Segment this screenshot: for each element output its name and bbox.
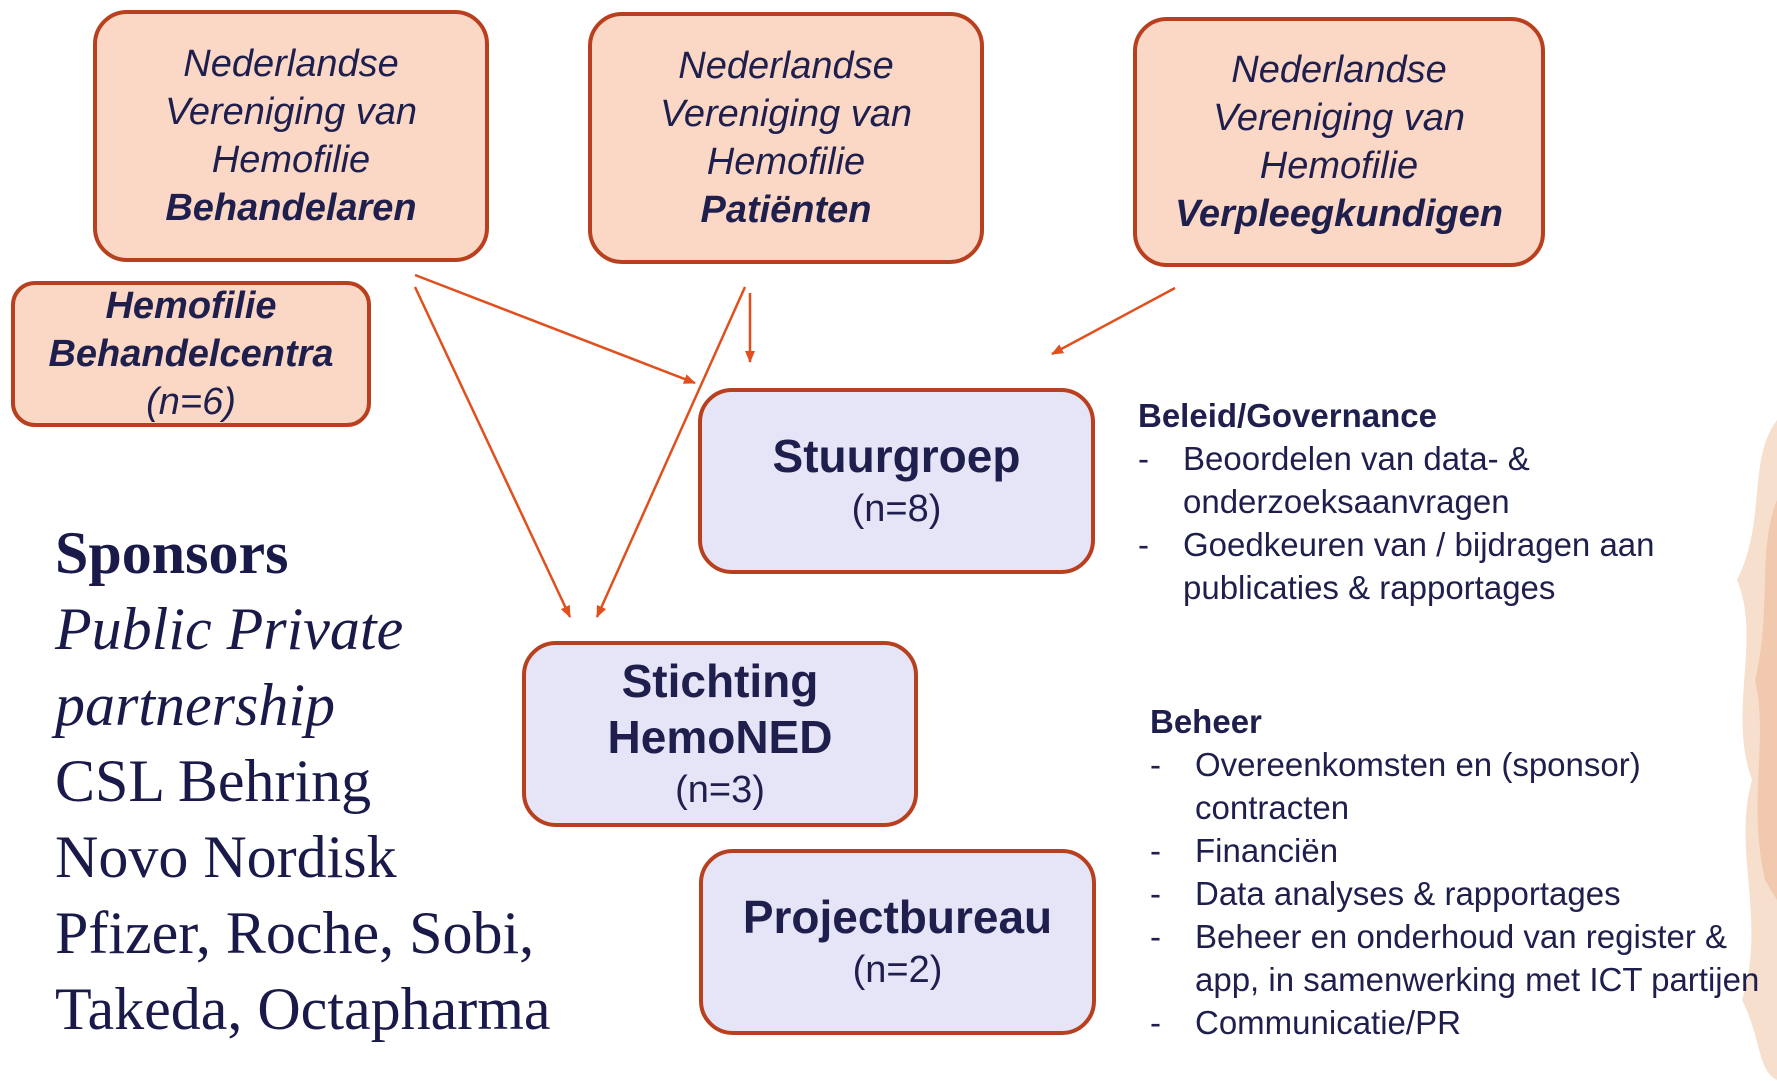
box-behandelcentra-line2: Behandelcentra <box>48 333 334 375</box>
box-verpleegkundigen-line1: Nederlandse <box>1231 49 1447 91</box>
beheer-heading: Beheer <box>1150 703 1262 740</box>
sponsors-heading: Sponsors <box>55 520 289 586</box>
box-patienten-line3: Hemofilie <box>706 141 866 183</box>
governance-panel: Beleid/Governance Beoordelen van data- &… <box>1138 394 1738 609</box>
box-verpleegkundigen-line2: Vereniging van <box>1212 97 1466 139</box>
box-behandelaren: Nederlandse Vereniging van Hemofilie Beh… <box>93 10 489 262</box>
box-stichting-line1: Stichting <box>621 655 819 707</box>
list-item: Overeenkomsten en (sponsor) contracten <box>1150 743 1715 829</box>
box-behandelaren-line2: Vereniging van <box>164 91 418 133</box>
box-verpleegkundigen: Nederlandse Vereniging van Hemofilie Ver… <box>1133 17 1545 267</box>
box-projectbureau-count: (n=2) <box>852 949 943 991</box>
box-verpleegkundigen-line3: Hemofilie <box>1259 145 1419 187</box>
box-stuurgroep-count: (n=8) <box>851 488 942 530</box>
sponsors-italic-line: Public Private <box>55 596 404 662</box>
sponsor-line: Takeda, Octapharma <box>55 976 551 1042</box>
box-behandelaren-line3: Hemofilie <box>211 139 371 181</box>
beheer-panel: Beheer Overeenkomsten en (sponsor) contr… <box>1150 700 1770 1044</box>
sponsors-block: Sponsors Public Private partnership CSL … <box>55 515 551 1047</box>
governance-heading: Beleid/Governance <box>1138 397 1437 434</box>
box-behandelcentra-count: (n=6) <box>146 381 236 423</box>
sponsors-italic-line: partnership <box>55 672 336 738</box>
arrow-behandelaren-to-stuurgroep <box>414 273 696 385</box>
list-item: Beheer en onderhoud van register & app, … <box>1150 915 1775 1001</box>
box-behandelcentra: Hemofilie Behandelcentra (n=6) <box>11 281 371 427</box>
box-patienten-line1: Nederlandse <box>678 45 894 87</box>
box-verpleegkundigen-line4: Verpleegkundigen <box>1175 193 1503 235</box>
arrow-behandelaren-to-stichting <box>413 286 572 618</box>
governance-list: Beoordelen van data- & onderzoeksaanvrag… <box>1138 437 1738 609</box>
list-item: Goedkeuren van / bijdragen aan publicati… <box>1138 523 1713 609</box>
box-behandelaren-line4: Behandelaren <box>165 187 417 229</box>
list-item: Financiën <box>1150 829 1770 872</box>
box-behandelaren-line1: Nederlandse <box>183 43 399 85</box>
sponsor-line: Pfizer, Roche, Sobi, <box>55 900 535 966</box>
box-stuurgroep: Stuurgroep (n=8) <box>698 388 1095 574</box>
box-stichting-count: (n=3) <box>675 769 765 811</box>
box-projectbureau-title: Projectbureau <box>742 891 1053 943</box>
arrow-verpleegkundigen-to-stuurgroep <box>1051 286 1176 356</box>
box-stichting-hemoned: Stichting HemoNED (n=3) <box>522 641 918 827</box>
box-stuurgroep-title: Stuurgroep <box>772 430 1021 482</box>
box-patienten: Nederlandse Vereniging van Hemofilie Pat… <box>588 12 984 264</box>
arrow-patienten-to-stichting <box>595 286 747 618</box>
sponsor-line: CSL Behring <box>55 748 372 814</box>
beheer-list: Overeenkomsten en (sponsor) contracten F… <box>1150 743 1770 1044</box>
box-patienten-line2: Vereniging van <box>659 93 913 135</box>
list-item: Beoordelen van data- & onderzoeksaanvrag… <box>1138 437 1583 523</box>
box-patienten-line4: Patiënten <box>700 189 872 231</box>
sponsor-line: Novo Nordisk <box>55 824 397 890</box>
list-item: Data analyses & rapportages <box>1150 872 1770 915</box>
box-projectbureau: Projectbureau (n=2) <box>699 849 1096 1035</box>
box-behandelcentra-line1: Hemofilie <box>105 285 277 327</box>
list-item: Communicatie/PR <box>1150 1001 1770 1044</box>
box-stichting-line2: HemoNED <box>607 711 833 763</box>
